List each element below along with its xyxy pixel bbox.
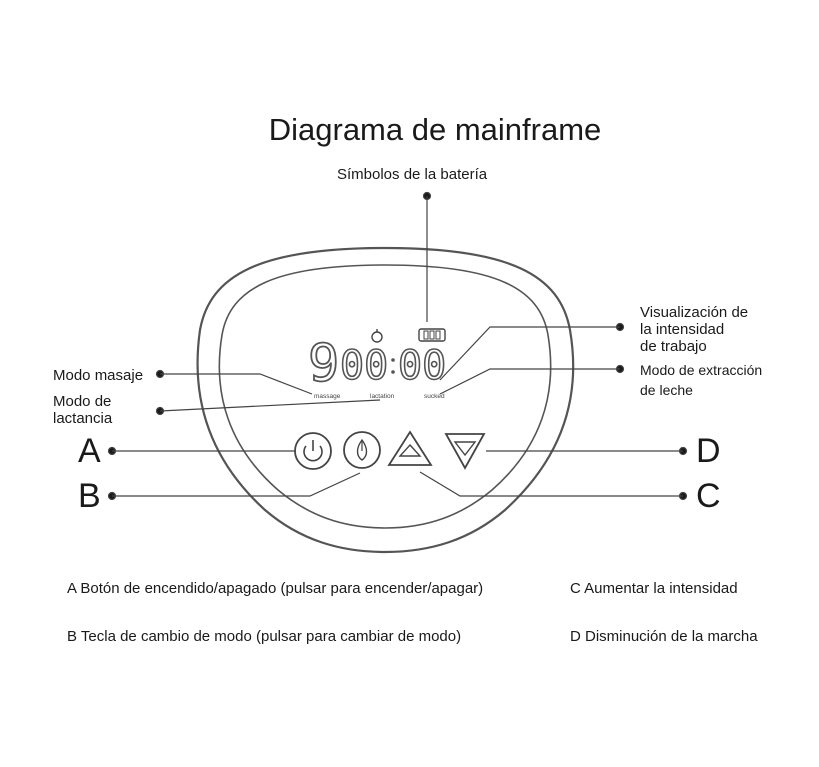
callout-intensity-line2: la intensidad bbox=[640, 321, 725, 338]
legend-a: A Botón de encendido/apagado (pulsar par… bbox=[67, 580, 484, 597]
callout-intensity-line1: Visualización de bbox=[640, 304, 749, 321]
callout-extraction-line1: Modo de extracción bbox=[640, 362, 763, 378]
mode-label-lactation: lactation bbox=[370, 393, 395, 400]
display-colon-dot-bottom bbox=[391, 370, 395, 374]
callout-lactation-line1: Modo de bbox=[53, 393, 112, 410]
arrow-down-icon bbox=[453, 441, 477, 457]
display-digits-intensity: 00 bbox=[398, 343, 446, 389]
mode-switch-button[interactable] bbox=[343, 431, 381, 469]
display-digit-mode: 9 bbox=[308, 334, 339, 394]
callout-extraction-line2: de leche bbox=[640, 382, 693, 398]
callout-lactation: Modo de lactancia bbox=[53, 393, 112, 427]
increase-button[interactable] bbox=[387, 430, 433, 466]
label-c: C bbox=[696, 477, 721, 515]
label-a: A bbox=[78, 432, 101, 470]
diagram-title: Diagrama de mainframe bbox=[268, 112, 602, 147]
mode-drop-icon bbox=[356, 438, 368, 461]
callout-lactation-line2: lactancia bbox=[53, 410, 113, 427]
mode-label-sucked: sucked bbox=[424, 393, 445, 400]
display-colon-dot-top bbox=[391, 358, 395, 362]
legend-c: C Aumentar la intensidad bbox=[570, 580, 738, 597]
mode-label-massage: massage bbox=[314, 393, 341, 400]
legend-b: B Tecla de cambio de modo (pulsar para c… bbox=[67, 628, 462, 645]
label-b: B bbox=[78, 477, 101, 515]
callout-lines bbox=[107, 191, 688, 501]
callout-battery: Símbolos de la batería bbox=[337, 166, 488, 183]
callout-extraction: Modo de extracción de leche bbox=[640, 360, 762, 400]
battery-level-icon bbox=[418, 328, 446, 342]
arrow-up-icon bbox=[398, 443, 422, 457]
callout-intensity-line3: de trabajo bbox=[640, 338, 707, 355]
control-panel bbox=[218, 264, 552, 529]
decrease-button[interactable] bbox=[444, 433, 486, 470]
display-digits-time: 00 bbox=[340, 343, 388, 389]
device-outer-shell bbox=[196, 246, 575, 554]
timer-icon bbox=[371, 329, 383, 343]
callout-massage: Modo masaje bbox=[53, 367, 144, 384]
legend-d: D Disminución de la marcha bbox=[570, 628, 758, 645]
label-d: D bbox=[696, 432, 721, 470]
power-button[interactable] bbox=[294, 432, 332, 470]
callout-intensity: Visualización de la intensidad de trabaj… bbox=[640, 304, 748, 355]
